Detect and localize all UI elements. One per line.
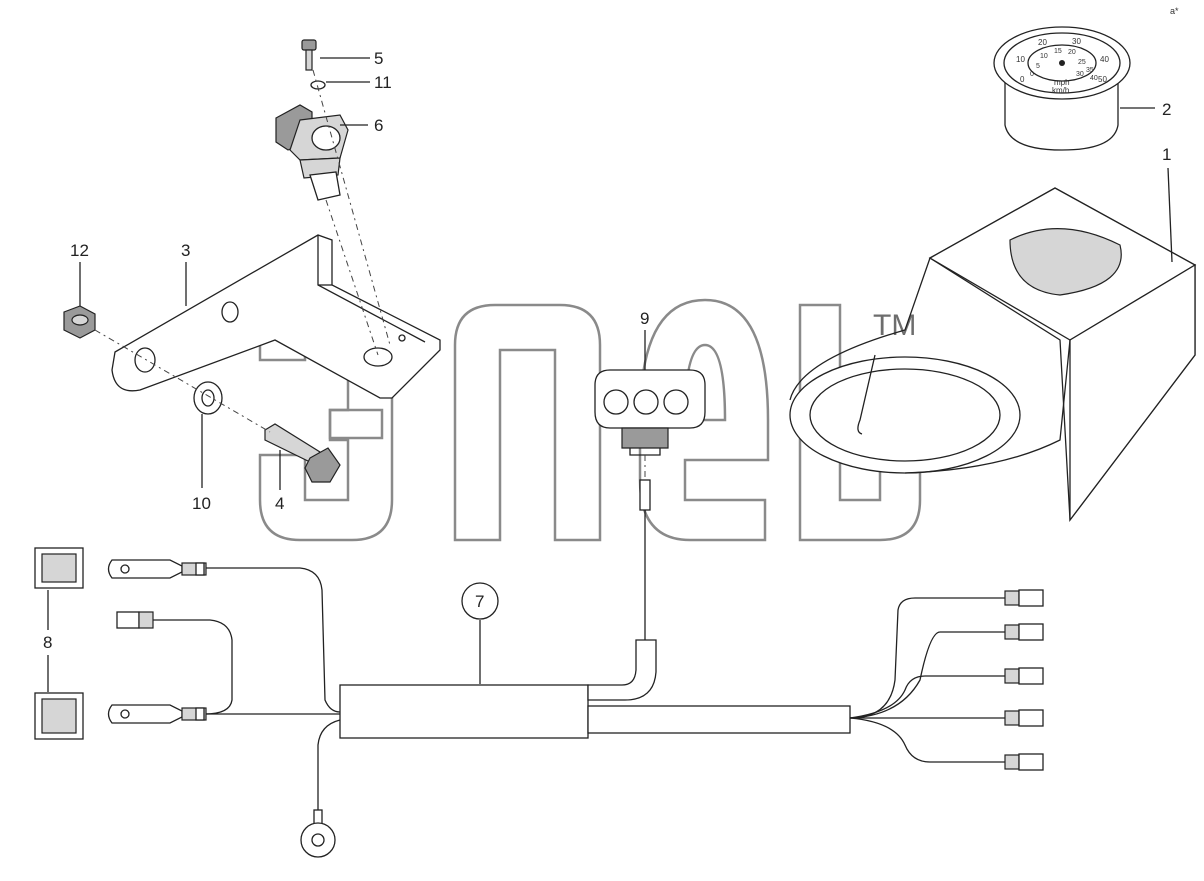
corner-mark: a* [1170,6,1179,16]
callout-3: 3 [181,241,190,260]
callout-4: 4 [275,494,284,513]
dial-inner-25: 25 [1078,59,1086,66]
part-5-screw [301,39,317,71]
part-8-clip-upper [34,547,84,589]
part-4-bolt [264,423,341,483]
callout-10: 10 [192,494,211,513]
leader-1 [1167,167,1173,263]
dial-outer-10: 10 [1016,55,1025,64]
part-6-speed-sensor [275,104,349,201]
part-3-sensor-bracket [111,234,441,399]
dial-outer-min: 0 [1020,75,1025,84]
part-9-connector [594,369,706,456]
callout-12: 12 [70,241,89,260]
dial-unit-mph: mph [1054,78,1070,87]
dial-outer-20: 20 [1038,38,1047,47]
watermark-tm: TM [873,309,916,342]
callout-7-circle [461,582,499,620]
dial-inner-0: 0 [1030,71,1034,78]
part-2-speedometer: 0 10 20 30 40 50 0 5 10 15 20 25 30 35 4… [993,26,1131,151]
callout-8: 8 [43,633,52,652]
dial-outer-40: 40 [1100,55,1109,64]
dial-inner-15: 15 [1054,48,1062,55]
dial-inner-10: 10 [1040,53,1048,60]
part-7-wiring-harness [107,479,1044,858]
callout-11: 11 [374,73,392,92]
assembly-line-bolt [94,329,271,433]
dial-inner-30: 30 [1076,71,1084,78]
part-12-nut [63,305,96,339]
dial-inner-20: 20 [1068,49,1076,56]
callout-1: 1 [1162,145,1171,164]
dial-inner-5: 5 [1036,63,1040,70]
assembly-line-sensor [325,199,379,356]
dial-outer-30: 30 [1072,37,1081,46]
callout-6: 6 [374,116,383,135]
part-10-washer [193,381,223,415]
dial-inner-35: 35 [1086,67,1094,74]
dial-unit-kmh: km/h [1052,86,1069,95]
callout-2: 2 [1162,100,1171,119]
part-1-speedometer-bracket [789,187,1197,522]
dial-inner-40: 40 [1090,75,1098,82]
callout-9: 9 [640,309,649,328]
part-8-clip-lower [34,692,84,740]
dial-outer-50: 50 [1098,75,1107,84]
callout-5: 5 [374,49,383,68]
callout-7: 7 [475,592,484,611]
